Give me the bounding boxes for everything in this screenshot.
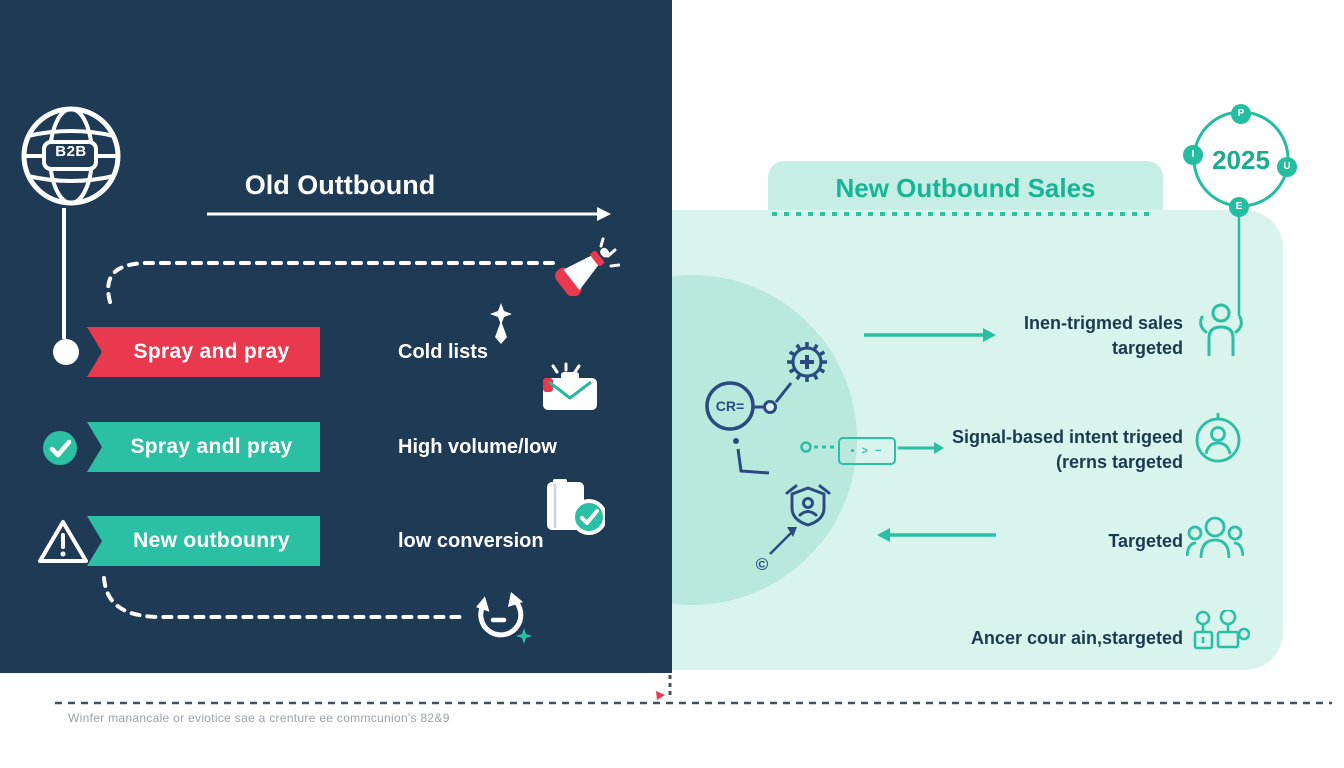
people-group-icon: [1186, 516, 1244, 558]
new-outbound-panel: [672, 210, 1283, 670]
globe-b2b-icon: [21, 106, 121, 206]
gear-plus-icon: [787, 342, 827, 382]
old-outbound-title: Old Outtbound: [244, 170, 436, 200]
banner-spray-and-pray: Spray and pray: [87, 327, 320, 377]
label-cold-lists: Cold lists: [398, 340, 489, 363]
item-1: Inen-trigmed sales targeted: [863, 311, 1183, 361]
badge-node-bottom-label: E: [1235, 201, 1243, 212]
refresh-cycle-icon: [476, 592, 532, 644]
megaphone-icon: [554, 237, 620, 296]
label-low-conversion: low conversion: [398, 529, 544, 552]
person-circle-icon: [1195, 413, 1241, 463]
badge-node-right-label: U: [1283, 161, 1291, 172]
copyright-icon: ©: [755, 555, 769, 574]
item-2-line2: (rerns targeted: [1055, 452, 1183, 472]
item-1-line2: targeted: [1111, 338, 1183, 358]
banner-new-outbounry: New outbounry: [87, 516, 320, 566]
item-2: Signal-based intent trigeed (rerns targe…: [863, 425, 1183, 475]
pen-sparkle-icon: [490, 303, 512, 344]
footer-caption: Winfer manancale or eviotice sae a crent…: [68, 711, 450, 725]
footer-red-mark-icon: [656, 691, 665, 700]
new-outbound-title: New Outbound Sales: [835, 173, 1096, 203]
flow-box: ▪ > −: [838, 437, 896, 465]
banner-label: Spray andl pray: [130, 435, 293, 458]
item-4-line1: Ancer cour ain,stargeted: [970, 628, 1183, 648]
item-4: Ancer cour ain,stargeted: [863, 626, 1183, 651]
badge-node-left-label: I: [1191, 149, 1195, 160]
banner-label: New outbounry: [133, 529, 290, 552]
bullet-circle-icon: [53, 339, 79, 365]
document-check-icon: [547, 479, 605, 535]
check-circle-icon: [43, 431, 77, 465]
item-1-line1: Inen-trigmed sales: [1023, 313, 1183, 333]
mail-briefcase-icon: [543, 362, 597, 410]
banner-label: Spray and pray: [133, 340, 290, 363]
new-outbound-header-box: [768, 161, 1163, 215]
figurines-icon: [1193, 610, 1250, 650]
item-3-line1: Targeted: [1108, 531, 1183, 551]
item-2-line1: Signal-based intent trigeed: [951, 427, 1183, 447]
banner-spray-andl-pray: Spray andl pray: [87, 422, 320, 472]
person-arms-up-icon: [1199, 303, 1243, 356]
badge-year: 2025: [1212, 145, 1270, 175]
warning-triangle-icon: [38, 520, 88, 563]
badge-node-top-label: P: [1237, 108, 1245, 119]
crm-label: CR=: [715, 398, 745, 414]
label-high-volume: High volume/low: [398, 435, 557, 458]
shield-person-icon: [785, 484, 831, 527]
b2b-logo-label: B2B: [55, 143, 87, 160]
item-3: Targeted: [863, 529, 1183, 554]
